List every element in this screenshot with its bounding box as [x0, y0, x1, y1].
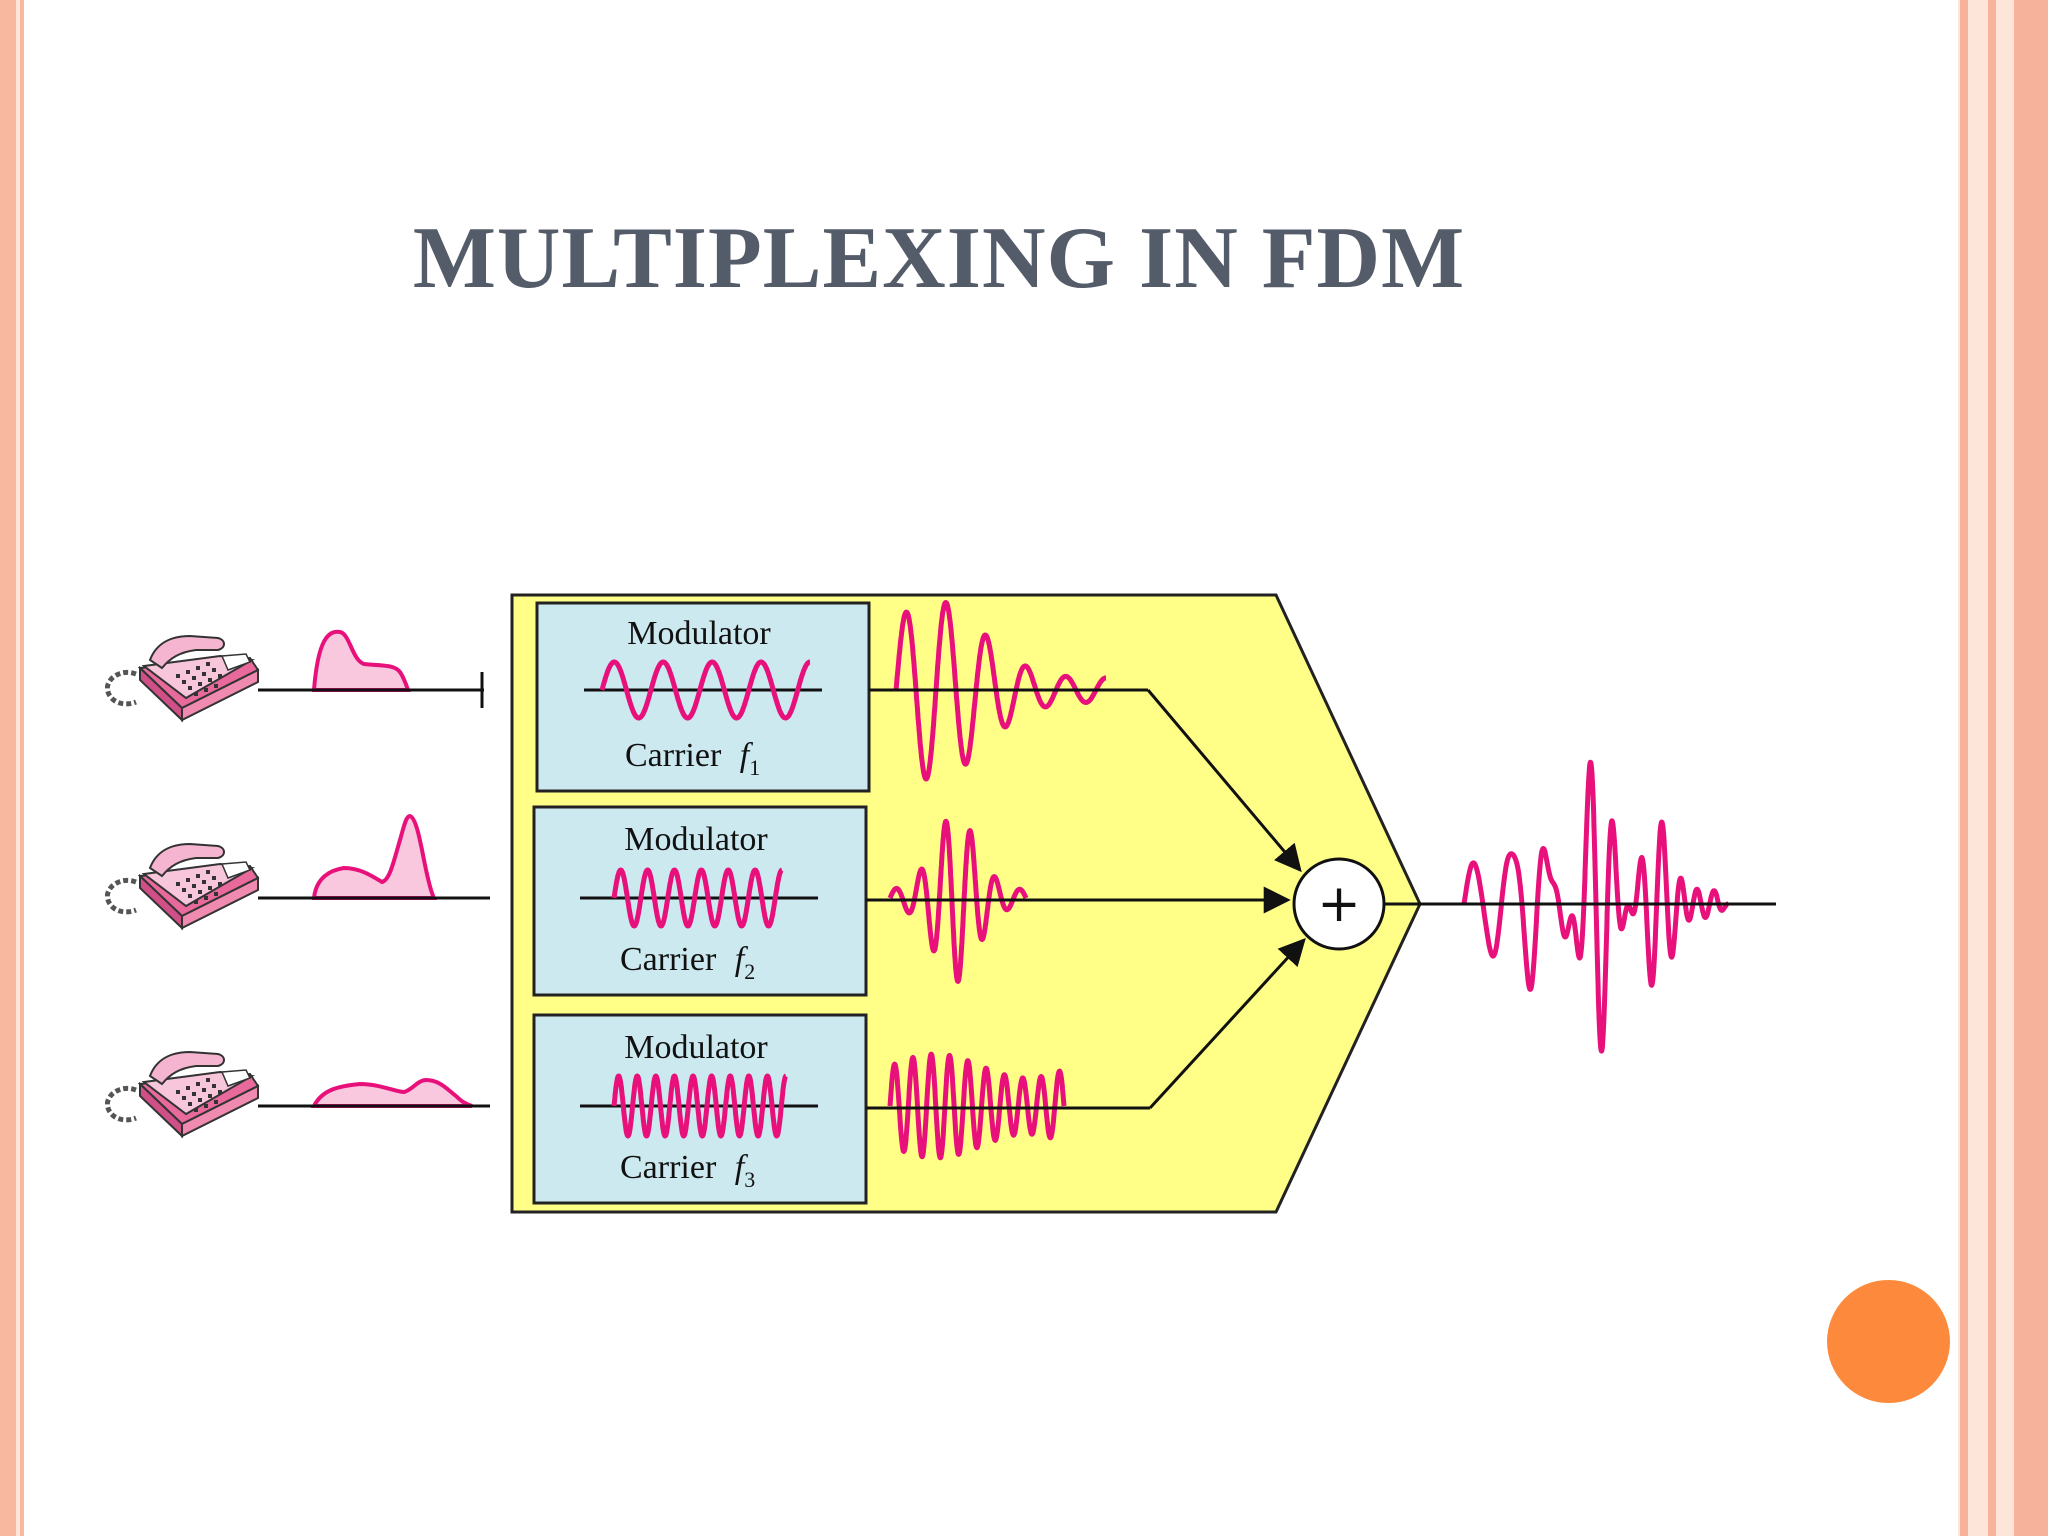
carrier-word-3: Carrier [620, 1149, 717, 1186]
carrier-freq-index-2: 2 [744, 959, 755, 984]
carrier-wave-3 [611, 1073, 789, 1139]
left-accent-bar [0, 0, 24, 1536]
carrier-wave-2 [611, 867, 785, 929]
right-accent-stripe [2014, 0, 2048, 1536]
modulated-signal-1 [893, 600, 1109, 782]
right-accent-stripe [1960, 0, 1968, 1536]
modulator-box-2 [532, 805, 868, 997]
carrier-label-2: Carrier f2 [620, 941, 755, 984]
modulated-signal-2 [887, 818, 1029, 984]
arrow-line-1 [1146, 689, 1302, 873]
right-accent-stripe [1988, 0, 1996, 1536]
carrier-label-3: Carrier f3 [620, 1149, 755, 1192]
carrier-wave-1 [599, 659, 813, 721]
carrier-freq-index-3: 3 [744, 1167, 755, 1192]
modulated-signal-3 [887, 1051, 1067, 1161]
telephone-icon [104, 842, 260, 931]
voice-signal-1 [311, 629, 411, 692]
modulator-label-2: Modulator [624, 821, 768, 858]
arrow-line-3 [1148, 938, 1306, 1110]
carrier-word-1: Carrier [625, 737, 722, 774]
modulator-label-3: Modulator [624, 1029, 768, 1066]
adder-plus-icon: + [1317, 874, 1361, 934]
telephone-icon [104, 634, 260, 723]
telephone-icon [104, 1050, 260, 1139]
modulator-label-1: Modulator [627, 615, 771, 652]
voice-signal-2 [311, 813, 438, 900]
left-accent-stripe [16, 0, 20, 1536]
voice-signal-3 [310, 1077, 473, 1108]
modulator-box-1 [535, 601, 871, 793]
carrier-label-1: Carrier f1 [625, 737, 760, 780]
carrier-freq-index-1: 1 [749, 755, 760, 780]
decorative-orange-dot [1827, 1280, 1950, 1403]
slide-title: MULTIPLEXING IN FDM [412, 210, 1466, 307]
carrier-word-2: Carrier [620, 941, 717, 978]
composite-multiplexed-signal [1461, 759, 1731, 1054]
